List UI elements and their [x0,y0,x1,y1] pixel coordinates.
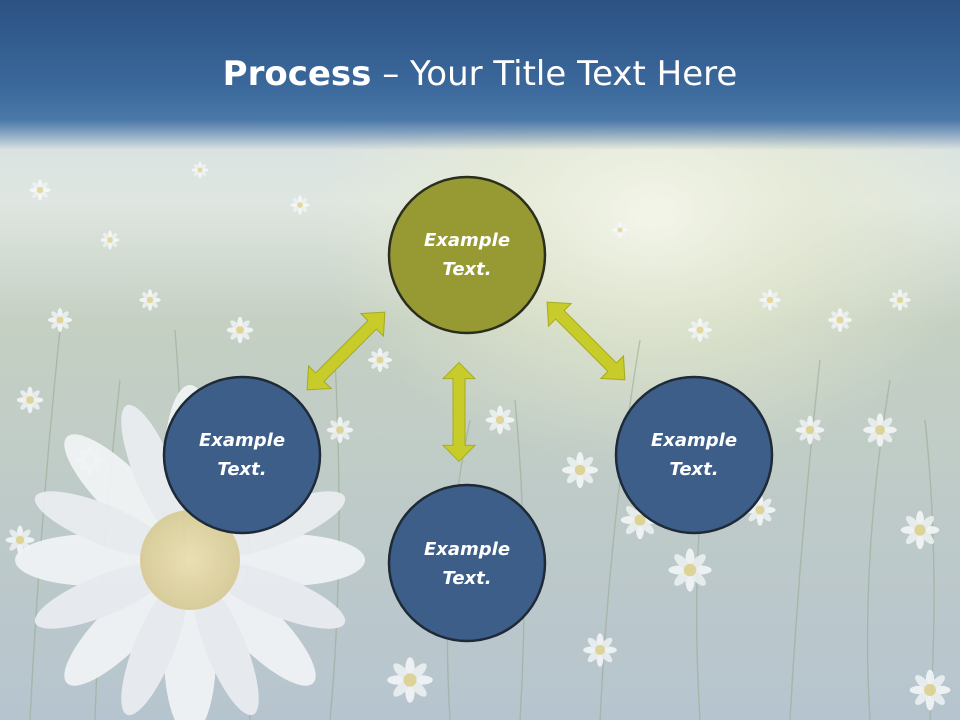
node-right-line2: Text. [669,459,719,480]
arrow-top-left [295,300,397,402]
node-left-label: Example Text. [167,426,317,484]
node-bottom[interactable] [387,483,547,643]
node-top-label: Example Text. [392,226,542,284]
node-top-line1: Example [423,230,511,251]
node-bottom-label: Example Text. [392,535,542,593]
title-text: Your Title Text Here [410,54,738,94]
node-left[interactable] [162,375,322,535]
arrow-top-bottom [442,362,476,462]
node-top-line2: Text. [442,259,492,280]
node-left-line2: Text. [217,459,267,480]
title-bar [0,0,960,150]
node-bottom-line1: Example [423,539,511,560]
node-bottom-line2: Text. [442,568,492,589]
node-top[interactable] [387,175,547,335]
node-left-line1: Example [198,430,286,451]
slide-title: Process – Your Title Text Here [0,52,960,96]
node-right-label: Example Text. [619,426,769,484]
arrow-top-right [535,290,637,392]
title-bold-part: Process [222,54,372,94]
title-dash: – [371,54,411,94]
node-right-line1: Example [650,430,738,451]
node-right[interactable] [614,375,774,535]
